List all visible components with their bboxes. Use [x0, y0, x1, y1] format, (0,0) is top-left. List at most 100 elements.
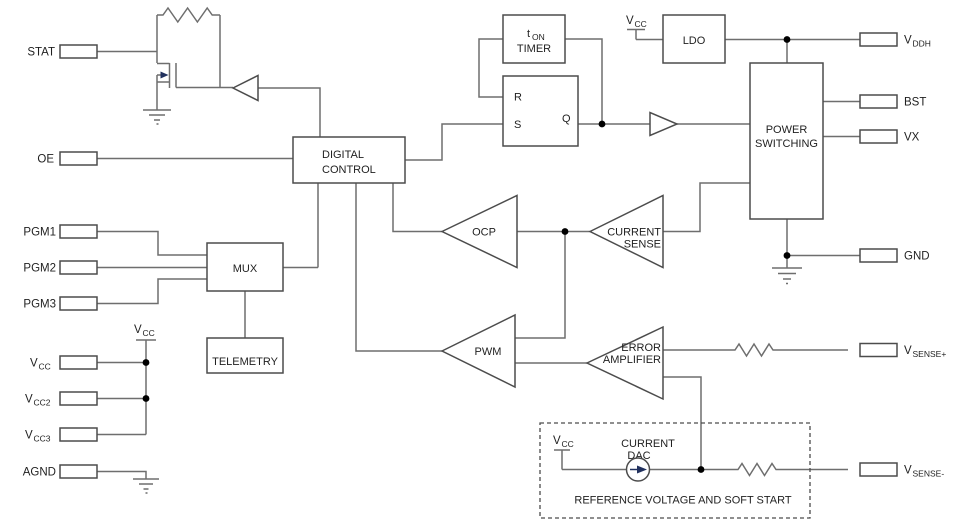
pwm-label: PWM: [475, 346, 502, 358]
ton-timer-t: t: [527, 28, 530, 40]
ocp-label: OCP: [472, 227, 496, 239]
power-switching-label-1: POWER: [766, 124, 808, 136]
vsense-minus-resistor: [649, 462, 848, 477]
current-dac-label-1: CURRENT: [621, 438, 675, 450]
pin-stat-box: [59, 44, 98, 59]
pin-vsense-plus: V SENSE+: [859, 342, 947, 359]
latch-r-label: R: [514, 92, 522, 104]
vsense-plus-resistor: [663, 342, 848, 358]
latch-q-label: Q: [562, 113, 571, 125]
pin-stat: STAT: [27, 44, 98, 59]
pin-pgm1: PGM1: [23, 224, 98, 239]
pin-agnd-label: AGND: [23, 467, 56, 479]
stat-mosfet: [156, 62, 177, 110]
block-mux: MUX: [206, 242, 284, 292]
pin-vddh: V DDH: [859, 32, 931, 49]
pin-vcc-label-sub: CC: [39, 362, 51, 372]
reference-block-label: REFERENCE VOLTAGE AND SOFT START: [574, 495, 791, 507]
block-error-amplifier: ERROR AMPLIFIER: [585, 325, 664, 401]
pin-vsense-plus-box: [859, 342, 898, 358]
pin-vcc2-label: V: [25, 394, 33, 406]
block-rs-latch: R S Q: [502, 75, 579, 147]
pin-gnd: GND: [859, 248, 930, 263]
block-reference-soft-start: REFERENCE VOLTAGE AND SOFT START V CC CU…: [539, 422, 811, 519]
pin-vsense-plus-label-sub: SENSE+: [913, 349, 947, 359]
pin-oe: OE: [37, 151, 98, 166]
pin-vddh-box: [859, 32, 898, 47]
block-ldo: LDO: [662, 14, 726, 64]
pin-pgm3-label: PGM3: [23, 299, 56, 311]
pin-vcc3-label-sub: CC3: [34, 434, 51, 444]
ground-symbol-agnd: [133, 478, 159, 494]
error-amplifier-label-2: AMPLIFIER: [603, 354, 661, 366]
dac-vcc-label-sub: CC: [562, 439, 574, 449]
block-current-sense: CURRENT SENSE: [588, 194, 664, 269]
vcc-supply-top: V CC: [626, 15, 647, 29]
block-pwm: PWM: [440, 313, 516, 389]
ton-timer-t-sub: ON: [532, 32, 545, 42]
pin-bst: BST: [859, 94, 926, 109]
pin-vcc-label: V: [30, 358, 38, 370]
pin-vsense-plus-label: V: [904, 345, 912, 357]
pin-vsense-minus: V SENSE-: [859, 462, 945, 479]
pin-vcc3-box: [59, 427, 98, 442]
current-sense-label-1: CURRENT: [607, 227, 661, 239]
pin-agnd: AGND: [23, 464, 98, 479]
pin-pgm2: PGM2: [23, 260, 98, 275]
block-digital-control: DIGITAL CONTROL: [292, 136, 406, 184]
ldo-label: LDO: [683, 35, 706, 47]
pin-vsense-minus-label: V: [904, 465, 912, 477]
vcc-rail-label: V: [134, 324, 142, 336]
pin-pgm1-box: [59, 224, 98, 239]
pin-vcc2: V CC2: [25, 391, 98, 408]
stat-buffer-icon: [231, 74, 259, 102]
junction-dots: [142, 36, 791, 473]
dac-vcc-label: V: [553, 435, 561, 447]
ground-symbol-mosfet: [143, 109, 171, 125]
ground-symbol-gnd: [772, 267, 802, 285]
pin-bst-label: BST: [904, 97, 926, 109]
pin-stat-label: STAT: [27, 47, 55, 59]
pin-gnd-box: [859, 248, 898, 263]
pin-vddh-label-sub: DDH: [913, 39, 931, 49]
error-amplifier-label-1: ERROR: [621, 342, 661, 354]
mux-label: MUX: [233, 263, 258, 275]
vcc-rail-label-sub: CC: [143, 328, 155, 338]
vcc-top-label: V: [626, 15, 634, 27]
pin-gnd-label: GND: [904, 251, 930, 263]
power-switching-label-2: SWITCHING: [755, 138, 818, 150]
vcc-supply-rail: V CC: [134, 324, 155, 338]
latch-s-label: S: [514, 119, 521, 131]
pin-pgm2-box: [59, 260, 98, 275]
block-telemetry: TELEMETRY: [206, 337, 284, 374]
pin-pgm2-label: PGM2: [23, 263, 56, 275]
pin-oe-label: OE: [37, 154, 54, 166]
pin-vcc: V CC: [30, 355, 98, 372]
pin-agnd-box: [59, 464, 98, 479]
pin-pgm1-label: PGM1: [23, 227, 56, 239]
digital-control-label-1: DIGITAL: [322, 149, 364, 161]
telemetry-label: TELEMETRY: [212, 356, 278, 368]
current-source-arrow-icon: [637, 465, 647, 474]
block-ocp: OCP: [440, 194, 518, 269]
block-ton-timer: t ON TIMER: [502, 14, 566, 64]
stat-pullup-resistor: [157, 6, 220, 24]
pin-vcc2-box: [59, 391, 98, 406]
pin-vcc-box: [59, 355, 98, 370]
gate-driver-buffer-icon: [649, 111, 679, 137]
block-power-switching: POWER SWITCHING: [749, 62, 824, 220]
pin-vx-box: [859, 129, 898, 144]
pin-vddh-label: V: [904, 35, 912, 47]
pin-vx: VX: [859, 129, 920, 144]
pin-pgm3-box: [59, 296, 98, 311]
digital-control-label-2: CONTROL: [322, 164, 376, 176]
pin-vcc2-label-sub: CC2: [34, 398, 51, 408]
pin-vsense-minus-label-sub: SENSE-: [913, 469, 945, 479]
vcc-top-label-sub: CC: [635, 19, 647, 29]
pin-pgm3: PGM3: [23, 296, 98, 311]
pin-vx-label: VX: [904, 132, 920, 144]
current-sense-label-2: SENSE: [624, 239, 661, 251]
pin-vcc3-label: V: [25, 430, 33, 442]
